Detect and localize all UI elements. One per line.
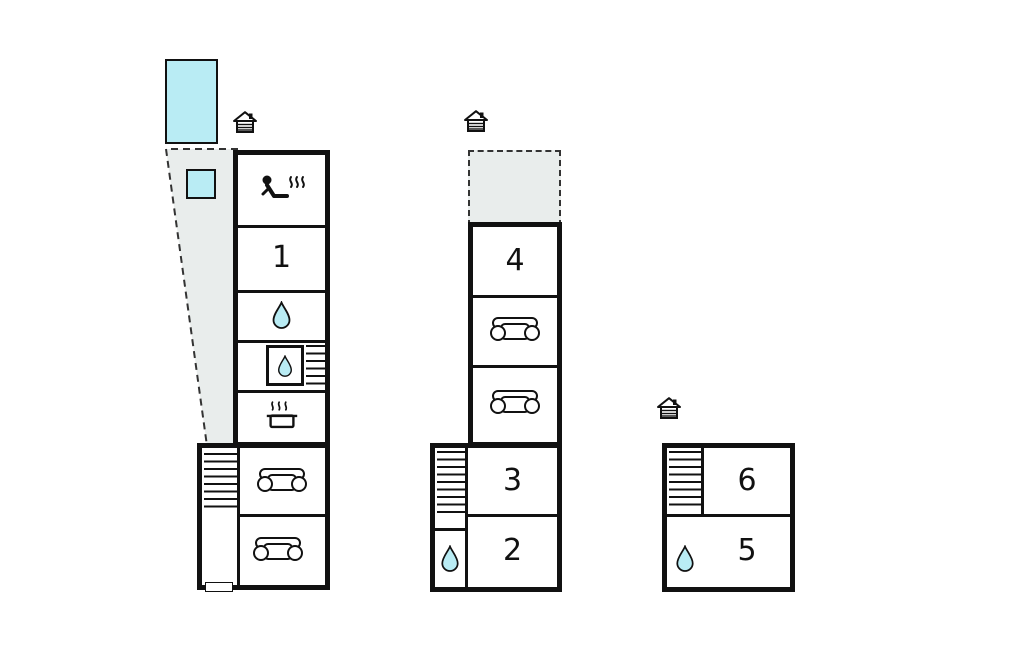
water-drop-icon [440,545,460,572]
stairs-icon [669,451,701,511]
room-1-label: 1 [271,240,292,275]
building-middle-lower: 3 2 [430,443,562,592]
stairs-icon [204,453,237,510]
building-middle-upper: 4 [468,222,562,447]
door [205,582,233,592]
shower [266,345,304,386]
room-2-label: 2 [502,533,523,568]
partition-wall [473,295,557,298]
building-right: 6 5 [662,443,795,592]
partition-wall [237,448,240,585]
stairs-icon [306,345,325,386]
building-left-upper: 1 [233,150,330,447]
partition-wall [240,514,325,517]
room-5-label: 5 [737,533,757,568]
sofa-icon [489,389,541,417]
partition-wall [238,290,325,293]
partition-wall [701,448,704,514]
pool [165,59,218,144]
sofa-icon [256,467,308,495]
sauna-icon [257,172,307,208]
sofa-icon [252,536,304,564]
room-6-label: 6 [737,463,757,498]
partition-wall [465,448,468,587]
entrance-icon [657,397,681,421]
entrance-icon [464,110,488,134]
partition-wall [667,514,790,517]
partition-wall [435,528,465,531]
entrance-icon [233,111,257,135]
partition-wall [238,225,325,228]
water-drop-icon [271,301,292,329]
patio-area [468,150,561,226]
water-drop-icon [277,355,293,377]
room-4-label: 4 [505,243,525,278]
building-left-lower [197,443,330,590]
partition-wall [238,340,325,343]
cooking-pot-icon [263,400,301,431]
sofa-icon [489,316,541,344]
water-drop-icon [675,545,695,572]
room-3-label: 3 [502,463,523,498]
partition-wall [473,365,557,368]
partition-wall [238,390,325,393]
partition-wall [468,514,557,517]
hot-tub [186,169,216,199]
stairs-icon [437,451,465,513]
